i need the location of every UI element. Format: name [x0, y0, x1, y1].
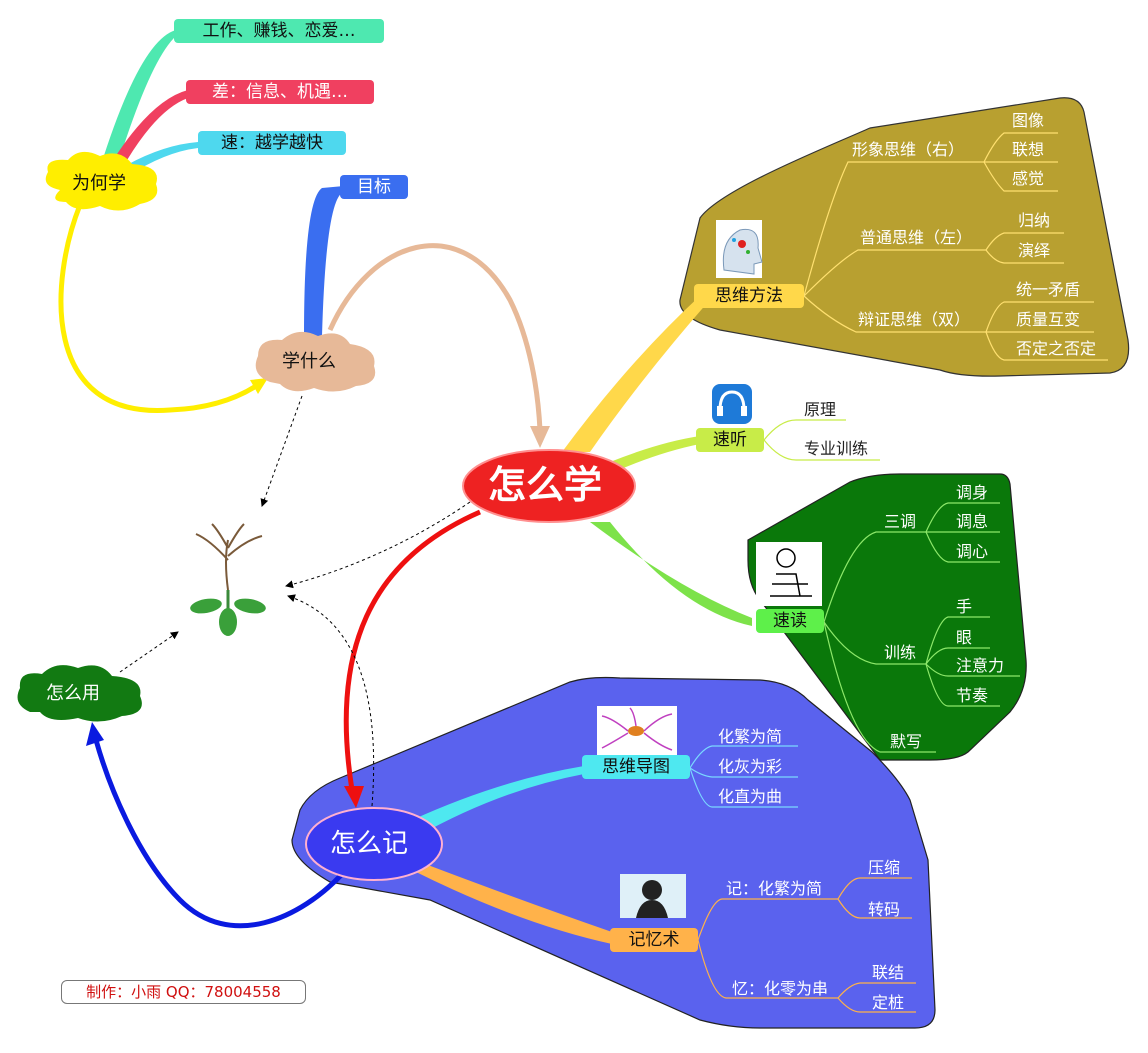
thinking-item-image[interactable]: 图像 [1012, 111, 1045, 130]
what-label[interactable]: 学什么 [282, 351, 336, 372]
thinking-item-deduction[interactable]: 演绎 [1018, 241, 1051, 260]
thinking-group-1[interactable]: 形象思维（右） [852, 140, 965, 159]
thinking-pill[interactable]: 思维方法 [694, 284, 804, 308]
goal-pill[interactable]: 目标 [340, 175, 408, 199]
curve-center-to-remember [343, 509, 482, 791]
memory-group-recall[interactable]: 忆：化零为串 [732, 979, 829, 998]
remember-node-shape[interactable] [305, 807, 443, 881]
credit-label: 制作：小雨 QQ：78004558 [61, 980, 306, 1004]
dotted-remember-to-tree [287, 594, 375, 807]
reading-item-breath[interactable]: 调息 [956, 512, 989, 531]
memory-item-link[interactable]: 联结 [872, 963, 905, 982]
mindmap-item-simplify[interactable]: 化繁为简 [718, 727, 783, 746]
mindmap-connectors [689, 745, 798, 808]
thinking-connectors [803, 132, 1108, 361]
branch-goal [304, 186, 344, 336]
memory-item-transcode[interactable]: 转码 [868, 900, 901, 919]
curve-why-to-what [58, 204, 264, 413]
memory-pill[interactable]: 记忆术 [610, 928, 698, 952]
reading-item-attention[interactable]: 注意力 [956, 656, 1005, 675]
listen-pill[interactable]: 速听 [696, 428, 764, 452]
thinking-group-2[interactable]: 普通思维（左） [860, 228, 973, 247]
reading-item-eye[interactable]: 眼 [956, 628, 973, 647]
why-label[interactable]: 为何学 [72, 173, 126, 194]
dotted-use-to-tree [119, 631, 179, 673]
reading-item-mind[interactable]: 调心 [956, 542, 989, 561]
arrowhead-center [530, 426, 550, 448]
headphones-icon [712, 384, 752, 424]
mindmap-pill[interactable]: 思维导图 [582, 755, 690, 779]
mindmap-item-curve[interactable]: 化直为曲 [718, 787, 783, 806]
arrowhead-why [250, 378, 268, 394]
reading-group-three[interactable]: 三调 [884, 512, 917, 531]
memory-connectors [697, 877, 916, 1013]
memory-panel [291, 676, 936, 1029]
why-item-3[interactable]: 速：越学越快 [198, 131, 346, 155]
curve-what-to-center [327, 243, 543, 431]
what-cloud[interactable] [255, 331, 376, 392]
listen-connectors [763, 419, 880, 461]
listen-item-principle[interactable]: 原理 [804, 400, 837, 419]
reading-pill[interactable]: 速读 [756, 609, 824, 633]
reading-group-training[interactable]: 训练 [884, 643, 917, 662]
dotted-center-to-tree [285, 501, 471, 589]
branch-thinking [562, 294, 708, 452]
memory-head-icon [620, 874, 686, 918]
memory-item-compress[interactable]: 压缩 [868, 858, 901, 877]
use-cloud[interactable] [17, 665, 142, 722]
branch-reading [590, 522, 752, 626]
use-label[interactable]: 怎么用 [46, 683, 100, 704]
thinking-item-unity[interactable]: 统一矛盾 [1016, 280, 1081, 299]
tree-icon [190, 523, 266, 636]
center-node-shape[interactable] [462, 449, 636, 523]
arrowhead-use [86, 722, 104, 746]
branch-mindmap [412, 766, 584, 836]
curve-remember-to-use [93, 739, 346, 929]
memory-group-memorize[interactable]: 记：化繁为简 [726, 879, 823, 898]
mindmap-thumbnail-icon [597, 706, 677, 756]
why-cloud[interactable] [45, 151, 158, 211]
branch-memory [412, 862, 612, 944]
reading-item-body[interactable]: 调身 [956, 483, 989, 502]
why-item-1[interactable]: 工作、赚钱、恋爱… [174, 19, 384, 43]
reading-item-rhythm[interactable]: 节奏 [956, 686, 989, 705]
thinking-item-association[interactable]: 联想 [1012, 140, 1045, 159]
reading-person-icon [756, 542, 822, 606]
why-item-2[interactable]: 差：信息、机遇… [186, 80, 374, 104]
thinking-item-quality[interactable]: 质量互变 [1016, 310, 1081, 329]
thinking-group-3[interactable]: 辩证思维（双） [858, 310, 971, 329]
arrowhead-remember [344, 786, 364, 808]
brain-head-icon [716, 220, 763, 278]
thinking-item-negation[interactable]: 否定之否定 [1016, 339, 1097, 358]
reading-item-hand[interactable]: 手 [956, 597, 973, 616]
branch-listen [610, 436, 700, 472]
remember-node[interactable]: 怎么记 [330, 829, 409, 859]
thinking-item-induction[interactable]: 归纳 [1018, 211, 1051, 230]
branch-why-2 [108, 90, 188, 172]
reading-group-dictation[interactable]: 默写 [890, 732, 923, 751]
mindmap-item-color[interactable]: 化灰为彩 [718, 757, 783, 776]
reading-connectors [823, 502, 1020, 753]
memory-item-peg[interactable]: 定桩 [872, 993, 905, 1012]
listen-item-training[interactable]: 专业训练 [804, 439, 869, 458]
branch-why-1 [100, 30, 176, 170]
dotted-what-to-tree [260, 395, 303, 507]
center-node[interactable]: 怎么学 [488, 463, 603, 507]
thinking-item-feeling[interactable]: 感觉 [1012, 169, 1045, 188]
